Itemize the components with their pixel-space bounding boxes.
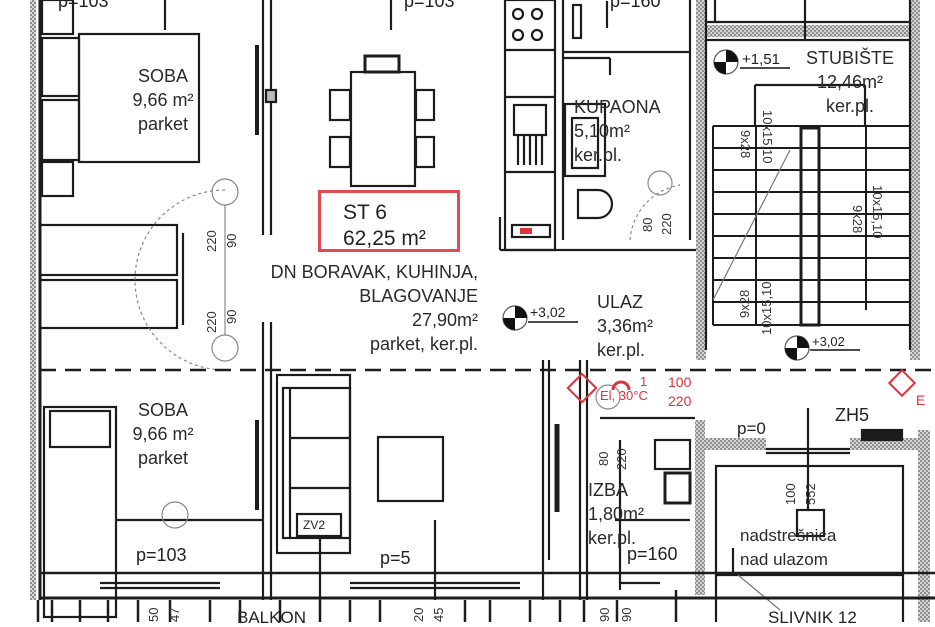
parapet-izba: p=160	[627, 544, 678, 564]
parapet-top-right: p=160	[610, 0, 661, 11]
room-name: STUBIŠTE	[805, 48, 894, 68]
level-marker-stair	[713, 49, 790, 75]
room-name: SOBA	[137, 400, 189, 420]
room-area: 9,66 m²	[132, 424, 194, 444]
room-floor: parket	[137, 114, 189, 134]
heater-dim-1: 100	[668, 374, 692, 390]
dim-balkon-3b: 90	[619, 607, 634, 622]
room-label-ulaz: ULAZ 3,36m² ker.pl.	[597, 290, 653, 362]
parapet-top-mid: p=103	[404, 0, 455, 11]
dim-entry-door-w: 100	[783, 483, 798, 505]
level-ulaz: +3,02	[530, 304, 566, 320]
parapet-entry: p=0	[737, 419, 766, 438]
room-name-cont: nad ulazom	[740, 550, 828, 569]
room-area: 1,80m²	[588, 504, 645, 524]
room-area: 12,46m²	[816, 72, 884, 92]
room-area: 3,36m²	[597, 316, 654, 336]
dim-stairs-a-size: 10x15,10	[760, 110, 775, 164]
dim-izba-door-w: 80	[596, 451, 611, 466]
exterior-wall-left	[30, 0, 36, 600]
dim-balkon-1a: 50	[146, 607, 161, 622]
room-area: 9,66 m²	[132, 90, 194, 110]
apartment-area: 62,25 m²	[343, 227, 426, 250]
dim-entry-door-h: 552	[803, 483, 818, 505]
room-floor: ker.pl.	[588, 528, 637, 548]
apartment-id: ST 6	[343, 201, 387, 224]
room-name: nadstrešnica	[740, 526, 837, 545]
dim-balkon-2a: 20	[411, 607, 426, 622]
level-marker-landing	[784, 335, 860, 361]
room-name: KUPAONA	[574, 97, 661, 117]
dim-stairs-c-size: 10x15,10	[759, 281, 774, 336]
dim-stairs-a-count: 9x28	[738, 130, 753, 159]
wardrobe-tag: ZV2	[303, 518, 326, 532]
room-label-izba: IZBA 1,80m² ker.pl.	[588, 478, 644, 550]
room-name: SOBA	[137, 66, 189, 86]
room-label-soba-top: SOBA 9,66 m² parket	[118, 64, 208, 136]
room-area: 5,10m²	[574, 121, 631, 141]
dim-stairs-b-count: 9x28	[850, 205, 865, 234]
level-marker-ulaz	[502, 305, 578, 331]
room-area: 27,90m²	[411, 310, 478, 330]
room-label-stubiste: STUBIŠTE 12,46m² ker.pl.	[790, 46, 910, 118]
hydrant-tag: ZH5	[835, 405, 870, 425]
room-floor: ker.pl.	[825, 96, 875, 116]
room-name: ULAZ	[597, 292, 644, 312]
heater-index: 1	[640, 374, 648, 389]
room-label-balkon: BALKON	[237, 608, 306, 627]
parapet-soba-bottom: p=103	[136, 545, 187, 565]
apartment-label-box: ST 6 62,25 m²	[318, 190, 460, 252]
room-floor: ker.pl.	[574, 145, 623, 165]
dim-door-left-bot-h: 220	[204, 311, 219, 333]
room-label-kupaona: KUPAONA 5,10m² ker.pl.	[574, 95, 661, 167]
room-label-soba-bottom: SOBA 9,66 m² parket	[118, 398, 208, 470]
room-name-cont: BLAGOVANJE	[359, 286, 478, 306]
dim-stairs-c-count: 9x28	[737, 289, 752, 318]
room-name: DN BORAVAK, KUHINJA,	[270, 262, 478, 282]
level-stair-top: +1,51	[742, 51, 780, 68]
dim-door-left-top-w: 90	[224, 233, 239, 248]
parapet-top-left: p=103	[58, 0, 109, 11]
dim-kupaona-door-w: 80	[640, 217, 655, 232]
dim-izba-door-h: 220	[614, 448, 629, 470]
room-floor: ker.pl.	[597, 340, 646, 360]
dim-balkon-2b: 45	[431, 607, 446, 622]
parapet-living: p=5	[380, 548, 411, 568]
electric-marker: E	[916, 392, 926, 408]
level-landing: +3,02	[812, 334, 845, 349]
dim-door-left-bot-w: 90	[224, 309, 239, 324]
room-name: IZBA	[588, 480, 629, 500]
electric-panel-marker	[566, 372, 598, 404]
room-floor: parket, ker.pl.	[369, 334, 478, 354]
dim-door-left-top-h: 220	[204, 230, 219, 252]
room-label-slivnik: SLIVNIK 12	[768, 608, 857, 627]
dim-balkon-3a: 90	[597, 607, 612, 622]
room-label-nadstresnica: nadstrešnica nad ulazom	[740, 524, 836, 572]
room-floor: parket	[137, 448, 189, 468]
dim-balkon-1b: 47	[167, 607, 182, 622]
dim-kupaona-door-h: 220	[659, 213, 674, 235]
dim-stairs-b-size: 10x15,10	[870, 185, 885, 239]
heater-dim-2: 220	[668, 393, 692, 409]
room-label-living: DN BORAVAK, KUHINJA, BLAGOVANJE 27,90m² …	[215, 260, 478, 356]
heater-label: El, 30°C	[600, 388, 648, 403]
